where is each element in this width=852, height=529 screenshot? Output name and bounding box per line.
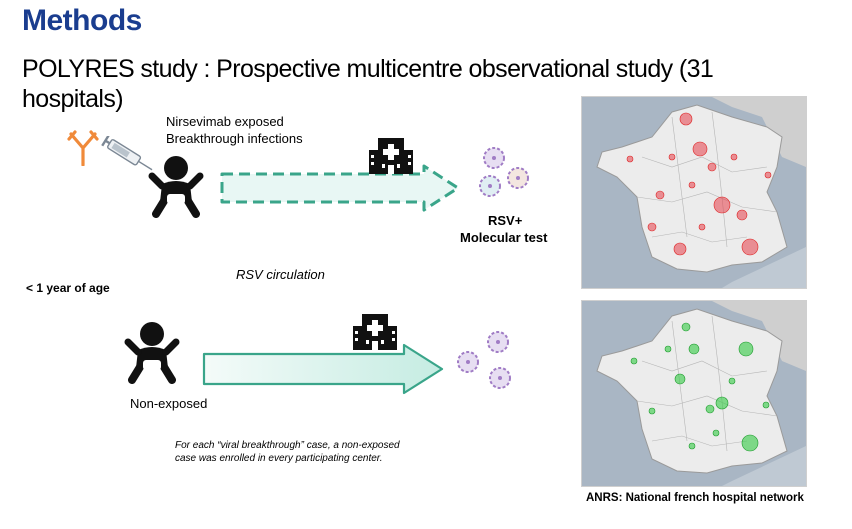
- baby-icon: [148, 156, 204, 218]
- nonexposed-arrow: [202, 343, 444, 395]
- virus-icon: [479, 147, 529, 197]
- note-line2: case was enrolled in every participating…: [175, 453, 383, 464]
- note-line1: For each “viral breakthrough” case, a no…: [175, 440, 400, 451]
- baby-icon: [124, 322, 180, 384]
- slide-subtitle: POLYRES study : Prospective multicentre …: [22, 55, 714, 113]
- test-label-line2: Molecular test: [460, 230, 548, 245]
- exposed-label-line1: Nirsevimab exposed: [166, 114, 284, 129]
- france-map: [582, 301, 806, 486]
- exposed-label-line2: Breakthrough infections: [166, 131, 303, 146]
- france-map-exposed: [581, 96, 807, 289]
- circulation-label: RSV circulation: [236, 267, 325, 282]
- hospital-icon: [369, 138, 413, 174]
- footer-label: ANRS: National french hospital network: [586, 492, 804, 504]
- antibody-icon: [67, 130, 99, 166]
- test-label-line1: RSV+: [488, 213, 523, 228]
- age-label: < 1 year of age: [26, 281, 110, 295]
- nonexposed-label: Non-exposed: [130, 396, 208, 411]
- france-map: [582, 97, 806, 288]
- hospital-icon: [353, 314, 397, 350]
- virus-icon: [457, 331, 511, 389]
- exposed-arrow: [220, 164, 460, 212]
- slide-title: Methods: [22, 4, 142, 37]
- france-map-nonexposed: [581, 300, 807, 487]
- syringe-icon: [101, 136, 153, 171]
